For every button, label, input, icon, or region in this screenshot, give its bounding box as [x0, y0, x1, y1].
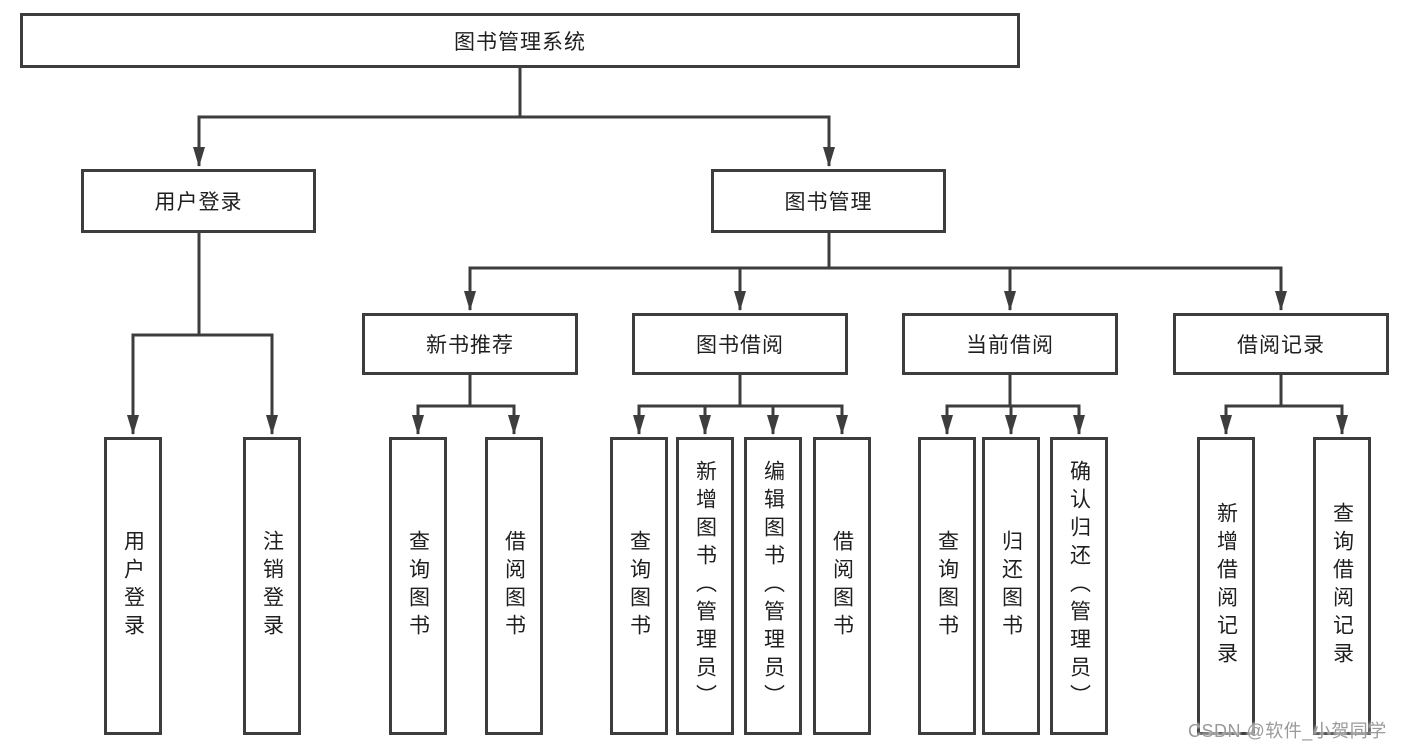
node-current-borrowing: 当前借阅: [902, 313, 1118, 375]
leaf-borrow-books: 借阅图书: [485, 437, 543, 735]
node-label: 用户登录: [154, 191, 243, 214]
leaf-label: 借阅图书: [502, 530, 526, 642]
leaf-logout: 注销登录: [243, 437, 301, 735]
leaf-add-borrow-record: 新增借阅记录: [1197, 437, 1255, 735]
leaf-label: 新增借阅记录: [1214, 502, 1238, 670]
csdn-watermark: CSDN @软件_小贺同学: [1188, 721, 1387, 741]
leaf-label: 查询图书: [627, 530, 651, 642]
leaf-label: 借阅图书: [830, 530, 854, 642]
node-label: 借阅记录: [1237, 334, 1325, 357]
node-borrowing-records: 借阅记录: [1173, 313, 1389, 375]
leaf-label: 新增图书（管理员）: [693, 460, 717, 712]
leaf-edit-books-admin: 编辑图书（管理员）: [744, 437, 802, 735]
leaf-label: 编辑图书（管理员）: [761, 460, 785, 712]
node-book-management: 图书管理: [711, 169, 946, 233]
leaf-label: 查询图书: [406, 530, 430, 642]
node-book-borrowing: 图书借阅: [632, 313, 848, 375]
node-library-management-system: 图书管理系统: [20, 13, 1020, 68]
leaf-user-login: 用户登录: [104, 437, 162, 735]
node-label: 图书管理系统: [454, 30, 586, 54]
node-label: 图书借阅: [696, 334, 784, 357]
leaf-label: 注销登录: [260, 530, 284, 642]
leaf-label: 归还图书: [999, 530, 1023, 642]
node-new-book-recommendation: 新书推荐: [362, 313, 578, 375]
node-label: 当前借阅: [966, 334, 1054, 357]
leaf-return-books: 归还图书: [982, 437, 1040, 735]
leaf-borrow-books: 借阅图书: [813, 437, 871, 735]
node-label: 图书管理: [784, 191, 873, 214]
leaf-add-books-admin: 新增图书（管理员）: [676, 437, 734, 735]
node-user-login: 用户登录: [81, 169, 316, 233]
leaf-label: 确认归还（管理员）: [1067, 460, 1091, 712]
leaf-query-books: 查询图书: [918, 437, 976, 735]
leaf-confirm-return-admin: 确认归还（管理员）: [1050, 437, 1108, 735]
leaf-query-books: 查询图书: [389, 437, 447, 735]
leaf-label: 用户登录: [121, 530, 145, 642]
leaf-label: 查询借阅记录: [1330, 502, 1354, 670]
leaf-query-borrow-record: 查询借阅记录: [1313, 437, 1371, 735]
leaf-query-books: 查询图书: [610, 437, 668, 735]
leaf-label: 查询图书: [935, 530, 959, 642]
node-label: 新书推荐: [426, 334, 514, 357]
